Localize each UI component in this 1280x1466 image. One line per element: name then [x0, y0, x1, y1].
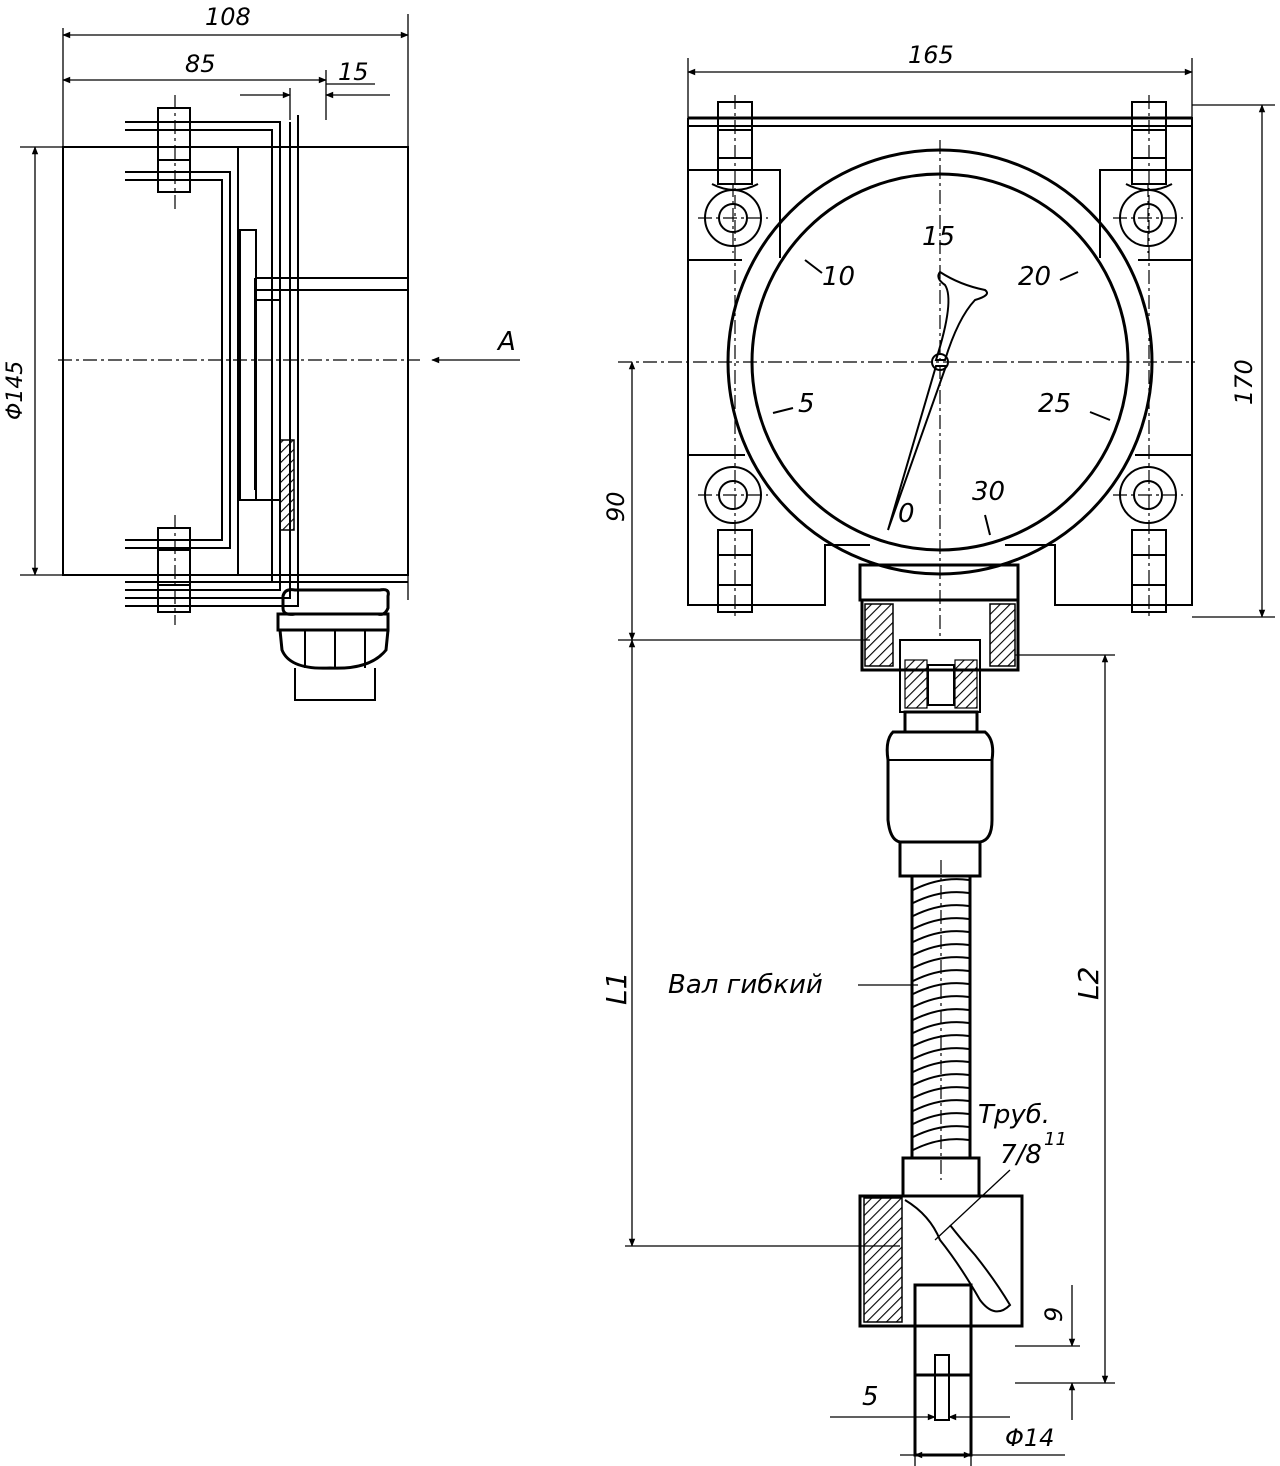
- dim-90-label: 90: [602, 491, 630, 522]
- bottom-fitting: [858, 1156, 1024, 1457]
- side-fitting: [276, 588, 390, 701]
- front-bolts: [711, 95, 1173, 620]
- dim-phi14-label: Φ14: [1005, 1424, 1054, 1452]
- shaft-nut: [885, 710, 995, 878]
- side-view: 108 85 15 Φ145: [3, 3, 520, 701]
- dim-5-label: 5: [862, 1382, 879, 1412]
- tube-fraction: 7/8: [1000, 1140, 1042, 1170]
- dim-l2-label: L2: [1072, 967, 1105, 1000]
- flexible-shaft: [910, 860, 972, 1180]
- dial-label-0: 0: [898, 499, 915, 529]
- front-view: 165 170 90: [600, 41, 1275, 1466]
- dial-label-30: 30: [972, 477, 1005, 507]
- shaft-label: Вал гибкий: [668, 970, 823, 1000]
- dim-170-label: 170: [1230, 359, 1258, 405]
- dial-label-20: 20: [1018, 262, 1051, 292]
- gauge-coupling: [858, 563, 1020, 713]
- dim-9-label: 9: [1040, 1307, 1068, 1322]
- view-arrow-a-label: A: [496, 327, 516, 357]
- dim-diameter-label: Φ145: [3, 361, 28, 420]
- mounting-hole-bottom-right: [1113, 466, 1183, 524]
- gauge-needle: [887, 270, 988, 531]
- dial-ticks: [772, 259, 1111, 536]
- dim-85-label: 85: [185, 50, 216, 78]
- mounting-hole-top-right: [1113, 183, 1183, 253]
- mounting-hole-top-left: [698, 183, 768, 253]
- side-bolt-bottom: [157, 515, 191, 625]
- tube-superscript: 11: [1044, 1129, 1067, 1150]
- mounting-hole-bottom-left: [698, 466, 768, 524]
- dim-108-label: 108: [205, 3, 251, 31]
- dim-l1-label: L1: [600, 972, 633, 1005]
- tube-label: Труб.: [978, 1100, 1050, 1130]
- dial-label-5: 5: [798, 389, 815, 419]
- dim-165-label: 165: [908, 41, 954, 69]
- side-body: [62, 146, 409, 576]
- side-bolt-top: [157, 95, 191, 210]
- gauge-dial: [618, 140, 1195, 640]
- dial-label-15: 15: [922, 222, 955, 252]
- dial-label-10: 10: [822, 262, 855, 292]
- dial-label-25: 25: [1038, 389, 1071, 419]
- dim-15-label: 15: [338, 58, 369, 86]
